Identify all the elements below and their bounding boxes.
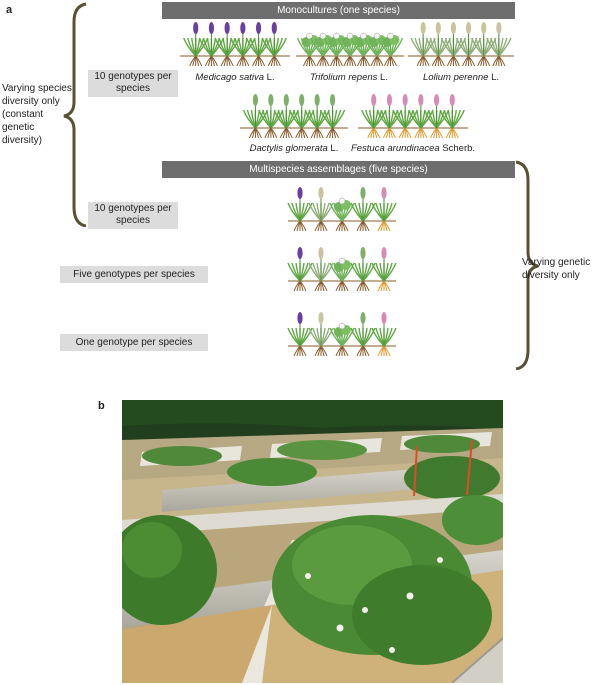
- trifolium-plant: [350, 32, 377, 67]
- medicago-plant: [261, 22, 287, 67]
- medicago-plant: [287, 247, 313, 292]
- genotype-box-multi-ten-line-2: species: [116, 215, 150, 226]
- species-latin-dactylis: Dactylis glomerata: [249, 143, 328, 154]
- right-brace-line-2: diversity only: [522, 270, 580, 281]
- lolium-plant: [308, 247, 334, 292]
- dactylis-plants: [240, 94, 348, 139]
- trifolium-plant: [377, 32, 404, 67]
- species-label-medicago: Medicago sativa L.: [180, 72, 290, 83]
- panel-a-label: a: [6, 4, 13, 16]
- lolium-plants: [408, 22, 514, 67]
- trifolium-plant: [329, 257, 355, 292]
- right-brace-text: Varying genetic diversity only: [522, 256, 608, 282]
- genotype-box-mono-line-1: 10 genotypes per: [94, 71, 172, 82]
- species-latin-trifolium: Trifolium repens: [310, 72, 378, 83]
- species-label-trifolium: Trifolium repens L.: [294, 72, 404, 83]
- species-authority-festuca: Scherb.: [442, 143, 476, 154]
- trifolium-plant: [310, 32, 336, 67]
- medicago-plant: [230, 22, 256, 67]
- medicago-plant: [214, 22, 240, 67]
- left-brace-line-5: diversity): [2, 135, 43, 146]
- left-brace-line-1: Varying species: [2, 83, 72, 94]
- medicago-plant: [287, 187, 313, 232]
- mixture-plants-one: [287, 312, 397, 357]
- dactylis-plant: [242, 94, 269, 139]
- dactylis-plant: [350, 312, 376, 357]
- lolium-plant: [486, 22, 512, 67]
- genotype-box-multi-ten: 10 genotypes per species: [88, 202, 178, 229]
- left-brace-line-3: (constant: [2, 109, 44, 120]
- trifolium-plant: [329, 322, 355, 357]
- trifolium-plant: [364, 32, 390, 67]
- festuca-plant: [423, 94, 450, 139]
- medicago-plant: [183, 22, 209, 67]
- species-latin-festuca: Festuca arundinacea: [350, 143, 440, 154]
- monocultures-header: Monocultures (one species): [162, 2, 515, 19]
- genotype-box-multi-one: One genotype per species: [60, 334, 208, 351]
- dactylis-plant: [304, 94, 330, 139]
- dactylis-plant: [319, 94, 346, 139]
- lolium-plant: [410, 22, 436, 67]
- species-label-festuca: Festuca arundinacea Scherb.: [350, 143, 476, 154]
- trifolium-plants: [296, 32, 404, 67]
- festuca-plant: [371, 312, 397, 357]
- left-brace-text: Varying species diversity only (constant…: [2, 82, 72, 147]
- species-authority-lolium: L.: [491, 72, 500, 83]
- medicago-plant: [287, 312, 313, 357]
- festuca-plant: [371, 187, 397, 232]
- genotype-box-mono: 10 genotypes per species: [88, 70, 178, 97]
- festuca-plant: [361, 94, 387, 139]
- mixture-plants-five: [287, 247, 397, 292]
- dactylis-plant: [350, 247, 376, 292]
- festuca-plant: [408, 94, 434, 139]
- species-authority-trifolium: L.: [380, 72, 388, 83]
- species-label-lolium: Lolium perenne L.: [406, 72, 516, 83]
- festuca-plant: [376, 94, 403, 139]
- left-brace-line-4: genetic: [2, 122, 35, 133]
- species-latin-lolium: Lolium perenne: [422, 72, 489, 83]
- dactylis-plant: [273, 94, 299, 139]
- festuca-plant: [392, 94, 418, 139]
- dactylis-plant: [350, 187, 376, 232]
- genotype-box-mono-line-2: species: [116, 83, 150, 94]
- festuca-plants: [358, 94, 468, 139]
- right-brace: [515, 160, 539, 370]
- mixture-plants-ten: [287, 187, 397, 232]
- medicago-plant: [245, 22, 272, 67]
- right-brace-line-1: Varying genetic: [522, 257, 591, 268]
- species-latin-medicago: Medicago sativa: [195, 72, 265, 83]
- lolium-plant: [471, 22, 497, 67]
- lolium-plant: [308, 187, 334, 232]
- dactylis-plant: [289, 94, 315, 139]
- genotype-box-multi-five: Five genotypes per species: [60, 266, 208, 283]
- trifolium-plant: [323, 32, 350, 67]
- medicago-plants: [180, 22, 290, 67]
- species-authority-medicago: L.: [266, 72, 275, 83]
- medicago-plant: [198, 22, 225, 67]
- field-plots-photo: [122, 400, 503, 683]
- left-brace: [63, 2, 87, 227]
- panel-b-label: b: [98, 400, 105, 412]
- species-label-dactylis: Dactylis glomerata L.: [238, 143, 350, 154]
- festuca-plant: [371, 247, 397, 292]
- genotype-box-multi-ten-line-1: 10 genotypes per: [94, 203, 172, 214]
- lolium-plant: [308, 312, 334, 357]
- dactylis-plant: [258, 94, 284, 139]
- festuca-plant: [439, 94, 465, 139]
- left-brace-line-2: diversity only: [2, 96, 60, 107]
- trifolium-plant: [329, 197, 355, 232]
- species-authority-dactylis: L.: [330, 143, 339, 154]
- multispecies-header: Multispecies assemblages (five species): [162, 161, 515, 178]
